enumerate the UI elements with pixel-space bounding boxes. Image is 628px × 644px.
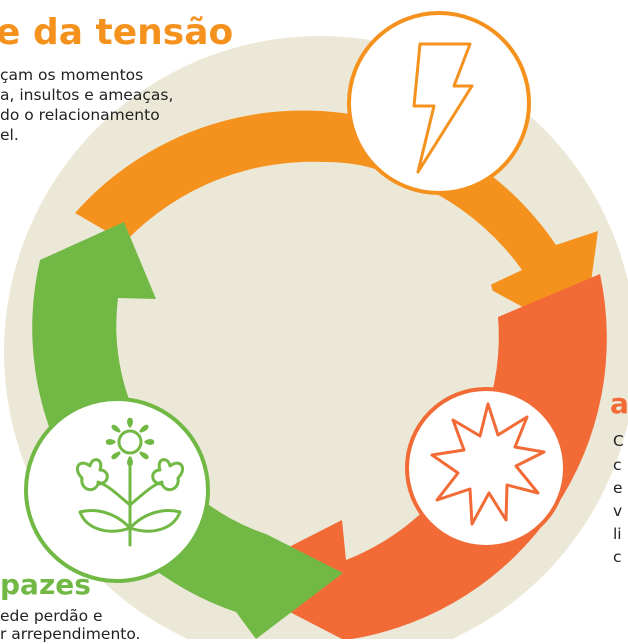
tension-text-line-4: el.: [0, 126, 19, 144]
aggression-text-line-2: c: [613, 456, 622, 474]
aggression-text-line-1: C: [613, 432, 624, 450]
aggression-arrow: [226, 274, 607, 639]
aggression-icon-circle: [405, 387, 567, 549]
inner-circle: [156, 162, 498, 504]
tension-icon-circle: [347, 11, 531, 195]
tension-text-line-2: a, insultos e ameaças,: [0, 86, 174, 104]
explosion-icon: [430, 402, 546, 526]
peace-arrow: [32, 222, 343, 639]
aggression-text-line-3: e: [613, 479, 623, 497]
flowers-icon: [76, 417, 184, 547]
peace-text-line-1: ede perdão e: [0, 607, 103, 625]
aggression-text-line-4: v: [613, 502, 623, 520]
aggression-text-line-5: li: [613, 525, 622, 543]
aggression-text-line-6: c: [613, 548, 622, 566]
lightning-bolt-icon: [412, 42, 474, 174]
tension-heading: e da tensão: [0, 12, 234, 53]
peace-text-line-2: r arrependimento.: [0, 625, 141, 643]
aggression-heading: a: [610, 387, 628, 420]
tension-text-line-3: do o relacionamento: [0, 106, 160, 124]
peace-heading: pazes: [0, 568, 91, 601]
peace-icon-circle: [24, 397, 210, 583]
tension-text-line-1: çam os momentos: [0, 66, 144, 84]
